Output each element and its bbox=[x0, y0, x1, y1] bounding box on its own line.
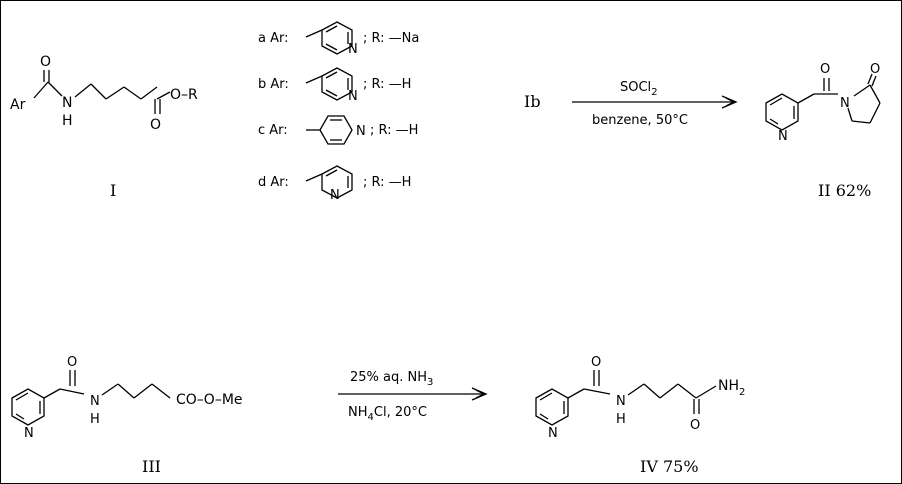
iii-ester-chain: CO–O–Me bbox=[176, 392, 243, 408]
variant-c: c Ar: N ; R: —H bbox=[258, 115, 418, 145]
ii-n: N bbox=[840, 96, 850, 111]
variant-b-letter: b Ar: bbox=[258, 77, 289, 92]
n-label-i: N bbox=[62, 95, 72, 111]
ib-label: Ib bbox=[524, 92, 541, 111]
reaction-2: 25% aq. NH3 NH4Cl, 20°C bbox=[338, 370, 488, 423]
compound-iii-label: III bbox=[142, 457, 161, 476]
reaction-1-reagent: SOCl2 bbox=[620, 80, 658, 98]
variant-c-n: N bbox=[356, 124, 366, 139]
iv-pyridine-n: N bbox=[548, 426, 558, 441]
reaction-2-reagent: 25% aq. NH3 bbox=[350, 370, 433, 388]
compound-i-label: I bbox=[110, 181, 116, 200]
variant-d-n: N bbox=[330, 188, 340, 203]
compound-iv-structure: N O N H O NH2 IV 75% bbox=[535, 355, 745, 476]
iv-n: N bbox=[616, 394, 626, 409]
ii-o-amide: O bbox=[820, 62, 830, 77]
reaction-2-conditions: NH4Cl, 20°C bbox=[348, 405, 427, 423]
ii-o-lactam: O bbox=[870, 62, 880, 77]
variant-d: d Ar: N ; R: —H bbox=[258, 165, 411, 203]
variant-c-letter: c Ar: bbox=[258, 123, 288, 138]
ester-or-label: O–R bbox=[170, 87, 198, 103]
ii-pyridine-n: N bbox=[778, 129, 788, 144]
variant-c-r: ; R: —H bbox=[370, 123, 418, 138]
compound-i-structure: Ar O N H O O–R I bbox=[10, 54, 198, 200]
variant-b: b Ar: N ; R: —H bbox=[258, 67, 411, 104]
ar-label: Ar bbox=[10, 97, 26, 113]
reaction-1: Ib SOCl2 benzene, 50°C bbox=[524, 80, 738, 128]
iv-h: H bbox=[616, 412, 626, 427]
iv-nh2: NH2 bbox=[718, 378, 745, 398]
variant-a: a Ar: N ; R: —Na bbox=[258, 21, 419, 57]
variant-a-letter: a Ar: bbox=[258, 31, 289, 46]
iii-n: N bbox=[90, 394, 100, 409]
compound-iv-label: IV 75% bbox=[640, 457, 699, 476]
compound-ii-label: II 62% bbox=[818, 181, 871, 200]
variant-d-r: ; R: —H bbox=[363, 175, 411, 190]
variant-a-r: ; R: —Na bbox=[363, 31, 419, 46]
iii-h: H bbox=[90, 412, 100, 427]
variant-b-n: N bbox=[348, 89, 358, 104]
h-label-i: H bbox=[62, 113, 73, 129]
iii-pyridine-n: N bbox=[24, 426, 34, 441]
variant-a-n: N bbox=[348, 42, 358, 57]
iv-o-amide: O bbox=[591, 355, 601, 370]
iv-o-carbonyl: O bbox=[690, 418, 700, 433]
iii-o-amide: O bbox=[67, 355, 77, 370]
reaction-1-conditions: benzene, 50°C bbox=[592, 113, 688, 128]
o-label-i-amide: O bbox=[40, 54, 51, 70]
variant-b-r: ; R: —H bbox=[363, 77, 411, 92]
compound-ii-structure: N O N O II 62% bbox=[765, 62, 881, 200]
variant-d-letter: d Ar: bbox=[258, 175, 289, 190]
o-label-i-carbonyl: O bbox=[150, 117, 161, 133]
compound-iii-structure: N O N H CO–O–Me III bbox=[11, 355, 243, 476]
